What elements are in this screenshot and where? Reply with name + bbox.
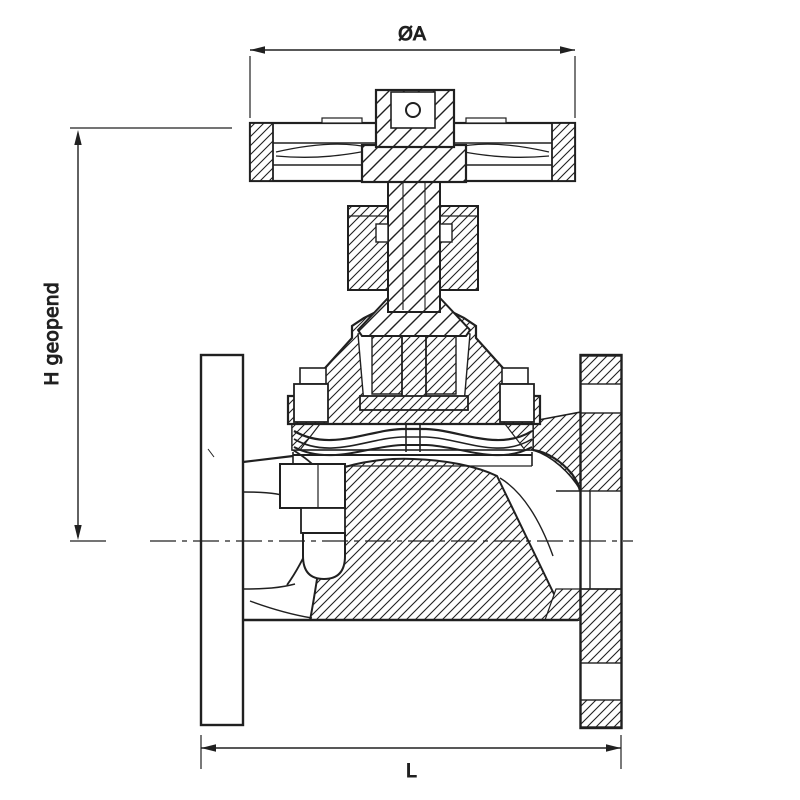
compressor-foot-section bbox=[359, 395, 469, 411]
dim-h-arrow-bottom bbox=[74, 525, 82, 540]
pipe-top-right-edge bbox=[532, 448, 582, 492]
dimension-diameter-a: ØA bbox=[249, 23, 576, 118]
bushing-notch-right bbox=[439, 223, 453, 243]
dim-l-arrow-right bbox=[606, 744, 621, 752]
dimension-length: L bbox=[200, 735, 622, 783]
diaphragm-curve-bottom bbox=[293, 444, 533, 457]
pipe-top-left-edge bbox=[242, 454, 294, 464]
dim-h-arrow-top bbox=[74, 130, 82, 145]
bonnet bbox=[286, 310, 542, 426]
bushing-left-section bbox=[347, 205, 389, 291]
bonnet-bolt-right-top bbox=[501, 367, 529, 385]
left-flange-mark bbox=[207, 448, 215, 458]
rim-cap-left-section bbox=[249, 122, 274, 182]
handwheel bbox=[248, 88, 577, 184]
right-flange-section-3 bbox=[580, 588, 622, 664]
dimension-height-open: H geopend bbox=[41, 127, 232, 542]
rim-top-tab-left bbox=[321, 117, 363, 124]
dim-a-arrow-right bbox=[560, 46, 575, 54]
bonnet-bolt-right bbox=[499, 383, 535, 423]
bonnet-bolt-left-top bbox=[299, 367, 327, 385]
dim-a-label: ØA bbox=[398, 23, 426, 45]
dim-a-arrow-left bbox=[250, 46, 265, 54]
compressor-stem-section bbox=[401, 335, 427, 399]
flow-passage-right-wall bbox=[499, 477, 554, 557]
diaphragm-curve-middle bbox=[293, 436, 533, 449]
right-flange-section-2 bbox=[580, 412, 622, 492]
right-flange-section-1 bbox=[580, 355, 622, 385]
dim-l-label: L bbox=[406, 760, 417, 782]
hub-pin-hole bbox=[405, 102, 421, 118]
side-boss-middle bbox=[300, 507, 346, 534]
body-weir-section bbox=[308, 457, 579, 621]
side-boss-upper bbox=[279, 463, 346, 509]
left-flange-disc bbox=[199, 353, 245, 727]
flow-passage-left-bottom bbox=[249, 600, 313, 619]
left-flange bbox=[199, 353, 245, 727]
rim-cap-right-section bbox=[551, 122, 576, 182]
diaphragm-curve-top bbox=[293, 427, 533, 442]
side-boss-capsule bbox=[302, 532, 346, 581]
bore-line-left-bottom bbox=[242, 583, 296, 590]
hub-skirt-section bbox=[360, 143, 468, 184]
rim-top-tab-right bbox=[465, 117, 507, 124]
bonnet-bolt-left bbox=[293, 383, 329, 423]
right-flange-section-4 bbox=[580, 699, 622, 728]
bushing-notch-left bbox=[375, 223, 389, 243]
bushing-right-section bbox=[439, 205, 479, 291]
valve-body bbox=[242, 411, 582, 622]
dim-l-arrow-left bbox=[201, 744, 216, 752]
dim-h-label: H geopend bbox=[41, 282, 63, 386]
